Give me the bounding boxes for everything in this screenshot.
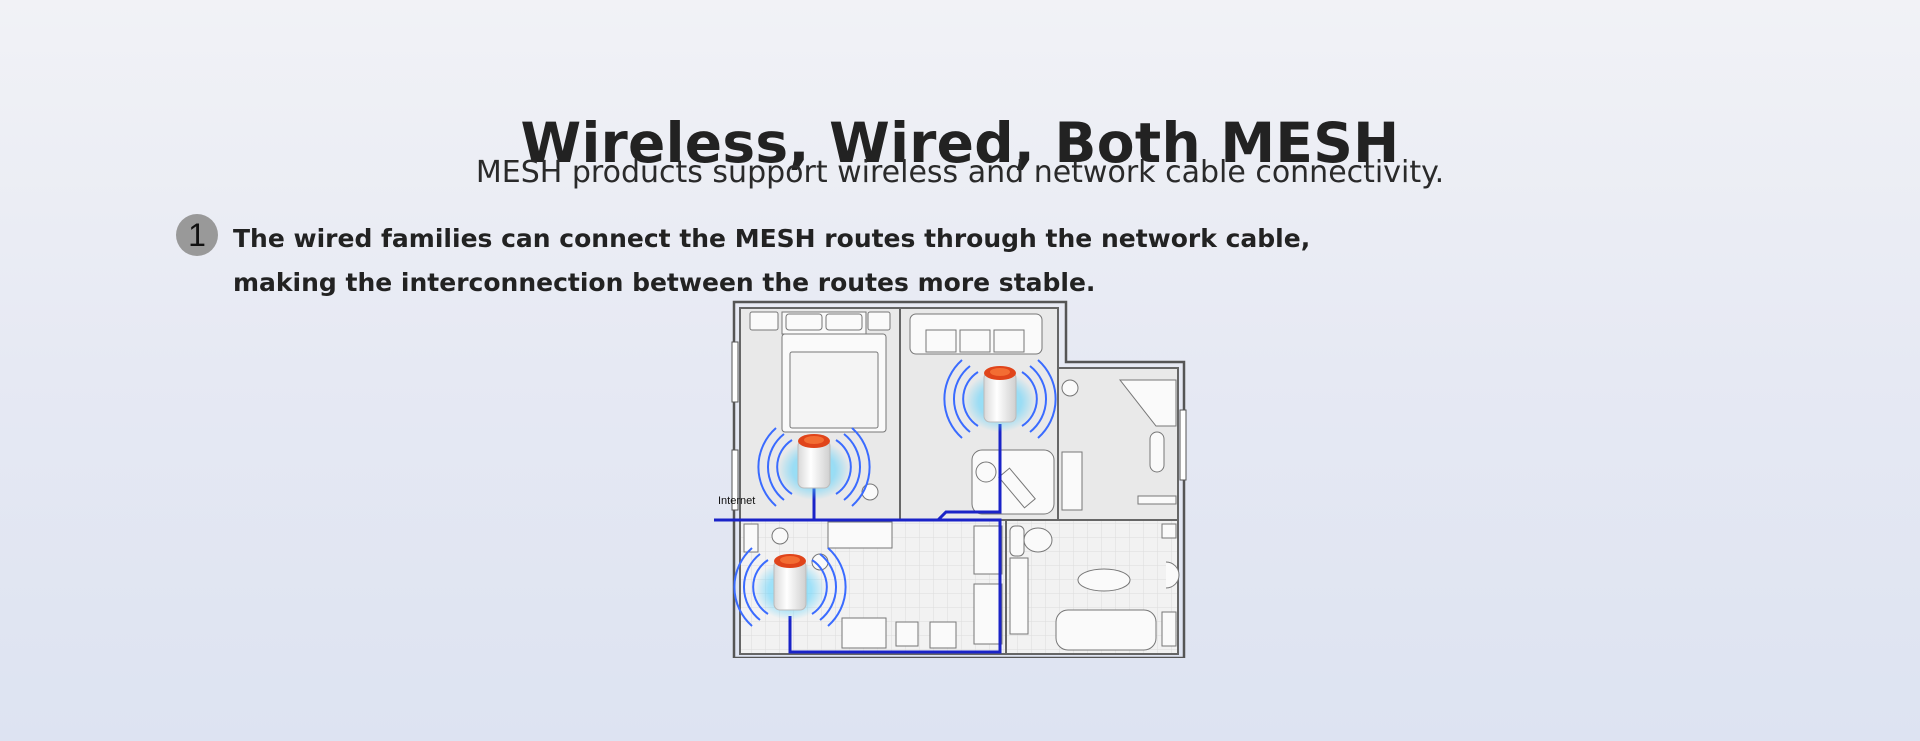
feature-description: The wired families can connect the MESH … xyxy=(233,224,1311,297)
router-kitchen xyxy=(733,547,847,627)
floor-plan-illustration: Internet xyxy=(714,300,1187,658)
step-number-badge: 1 xyxy=(176,214,218,256)
router-bedroom xyxy=(757,427,871,507)
internet-label: Internet xyxy=(718,495,755,507)
bathroom-furniture xyxy=(1009,523,1180,651)
kitchen-furniture xyxy=(743,521,1003,649)
router-living-room xyxy=(943,359,1057,439)
bedroom-furniture xyxy=(749,311,891,501)
living-room-furniture xyxy=(909,313,1083,515)
page-subtitle: MESH products support wireless and netwo… xyxy=(475,155,1445,190)
page-title: Wireless, Wired, Both MESH xyxy=(520,110,1400,175)
study-furniture xyxy=(1061,379,1177,505)
